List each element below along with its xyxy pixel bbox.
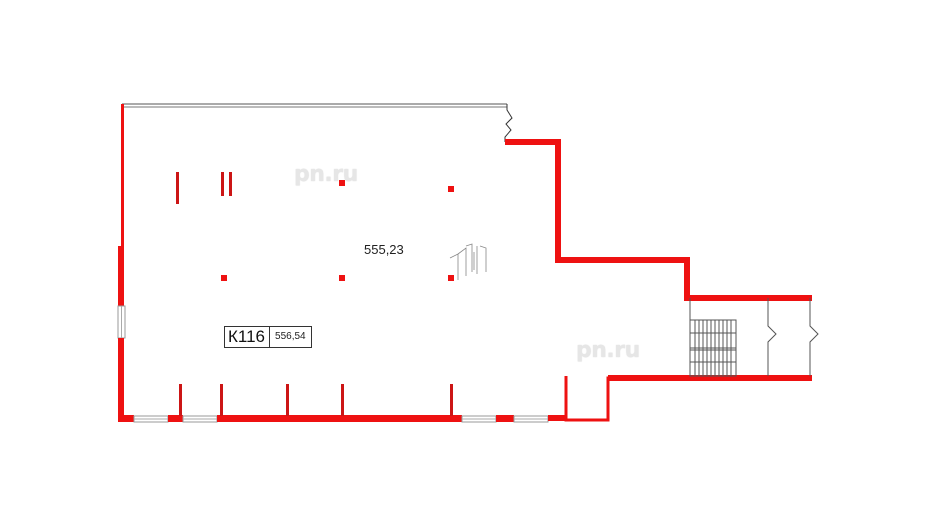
break-line-top bbox=[504, 104, 513, 142]
room-area: 556,54 bbox=[275, 331, 306, 342]
left-wall-upper bbox=[121, 104, 124, 252]
bottom-window-4 bbox=[513, 415, 549, 423]
room-code: К116 bbox=[225, 327, 271, 347]
floor-area-label: 555,23 bbox=[364, 242, 404, 257]
bottom-window-3 bbox=[461, 415, 497, 423]
bottom-window-2 bbox=[182, 415, 218, 423]
bottom-wall-5 bbox=[548, 415, 566, 421]
room-tag[interactable]: К116 556,54 bbox=[224, 326, 312, 348]
watermark: pn.ru bbox=[294, 162, 358, 187]
left-wall-lower bbox=[118, 246, 124, 306]
bottom-wall-2 bbox=[168, 415, 183, 422]
bottom-wall-1 bbox=[118, 415, 134, 422]
staircase bbox=[689, 298, 737, 377]
bottom-wall-4 bbox=[496, 415, 514, 422]
elevator-sketch bbox=[449, 243, 487, 280]
bottom-window-1 bbox=[133, 415, 169, 423]
break-line-mid bbox=[767, 298, 777, 376]
bottom-wall-3 bbox=[217, 415, 462, 422]
left-window bbox=[117, 305, 126, 339]
right-wall bbox=[505, 139, 812, 301]
watermark: pn.ru bbox=[576, 338, 640, 363]
partition-marks bbox=[176, 172, 232, 204]
columns bbox=[221, 180, 454, 281]
partition-stubs bbox=[179, 384, 453, 416]
break-line-right bbox=[809, 298, 819, 376]
step-wall bbox=[564, 376, 688, 422]
top-wall bbox=[122, 103, 507, 108]
right-wall-top-thin bbox=[505, 140, 558, 143]
left-wall-bottom bbox=[118, 338, 124, 422]
